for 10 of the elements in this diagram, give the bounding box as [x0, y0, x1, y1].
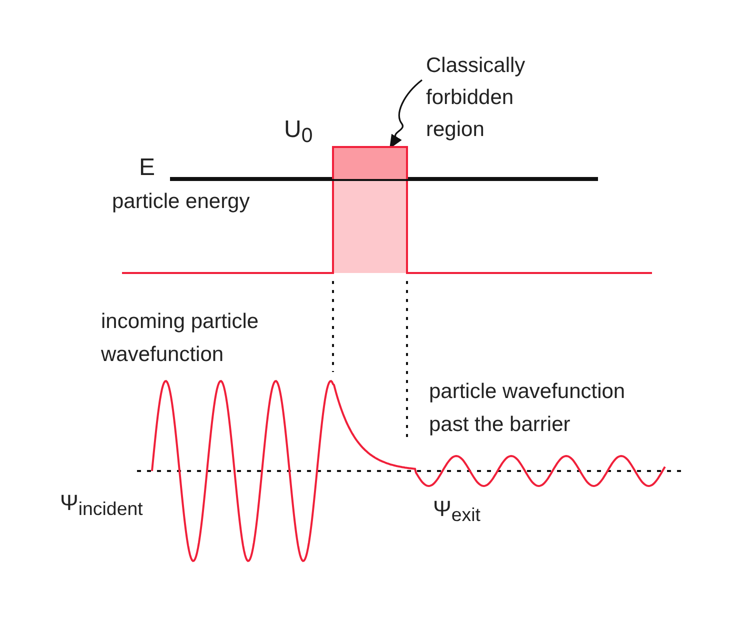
callout-text: Classically forbidden region — [426, 53, 526, 143]
diagram-label: incoming particle wavefunction — [101, 309, 260, 368]
diagram-label: E — [139, 153, 156, 183]
diagram-label: Ψ$_{exit}$ — [433, 495, 480, 525]
diagram-label: Ψ$_{incident}$ — [60, 489, 143, 519]
leader-arrow — [389, 79, 423, 149]
diagram-label: particle wavefunction past the barrier — [429, 379, 626, 438]
diagram-label: U$_{0}$ — [284, 115, 313, 148]
forbidden-region — [332, 146, 408, 179]
diagram-label: particle energy — [112, 189, 250, 215]
